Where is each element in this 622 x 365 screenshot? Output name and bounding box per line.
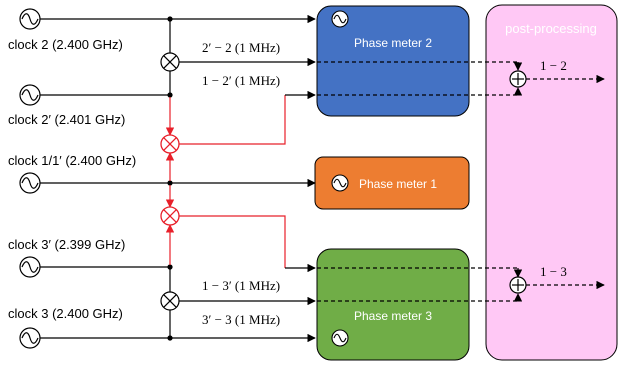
clock-2-source-icon xyxy=(19,8,41,30)
phase-meter-3-label: Phase meter 3 xyxy=(354,309,432,323)
mixer-red-lower-icon xyxy=(160,206,180,226)
pm2-input-icon xyxy=(331,10,349,28)
phase-meter-2-label: Phase meter 2 xyxy=(354,36,432,50)
mixer-red-upper-icon xyxy=(160,134,180,154)
output-1-3-label: 1 − 3 xyxy=(540,264,567,279)
phase-meter-2-box xyxy=(316,5,470,117)
phase-meter-1-label: Phase meter 1 xyxy=(359,177,437,191)
clock-2-label: clock 2 (2.400 GHz) xyxy=(8,37,123,52)
clock-1-label: clock 1/1′ (2.400 GHz) xyxy=(8,153,136,168)
pm1-input-icon xyxy=(331,174,349,192)
beatnote-1-3p-label: 1 − 3′ (1 MHz) xyxy=(202,278,280,293)
clock-2-prime-label: clock 2′ (2.401 GHz) xyxy=(8,112,125,127)
mixer-top-icon xyxy=(160,52,180,72)
clock-3-label: clock 3 (2.400 GHz) xyxy=(8,306,123,321)
clock-2-prime-source-icon xyxy=(19,84,41,106)
phase-meter-3-box xyxy=(316,248,470,361)
beatnote-3p-3-label: 3′ − 3 (1 MHz) xyxy=(202,312,280,327)
pm3-input-icon xyxy=(331,329,349,347)
beatnote-2p-2-label: 2′ − 2 (1 MHz) xyxy=(202,40,280,55)
clock-3-prime-label: clock 3′ (2.399 GHz) xyxy=(8,237,125,252)
clock-1-source-icon xyxy=(19,172,41,194)
mixer-bottom-icon xyxy=(160,291,180,311)
summer-bottom-icon xyxy=(509,276,527,294)
summer-top-icon xyxy=(509,70,527,88)
output-1-2-label: 1 − 2 xyxy=(540,58,567,73)
clock-3-prime-source-icon xyxy=(19,256,41,278)
beatnote-1-2p-label: 1 − 2′ (1 MHz) xyxy=(202,73,280,88)
post-processing-label: post-processing xyxy=(505,21,597,36)
clock-3-source-icon xyxy=(19,327,41,349)
